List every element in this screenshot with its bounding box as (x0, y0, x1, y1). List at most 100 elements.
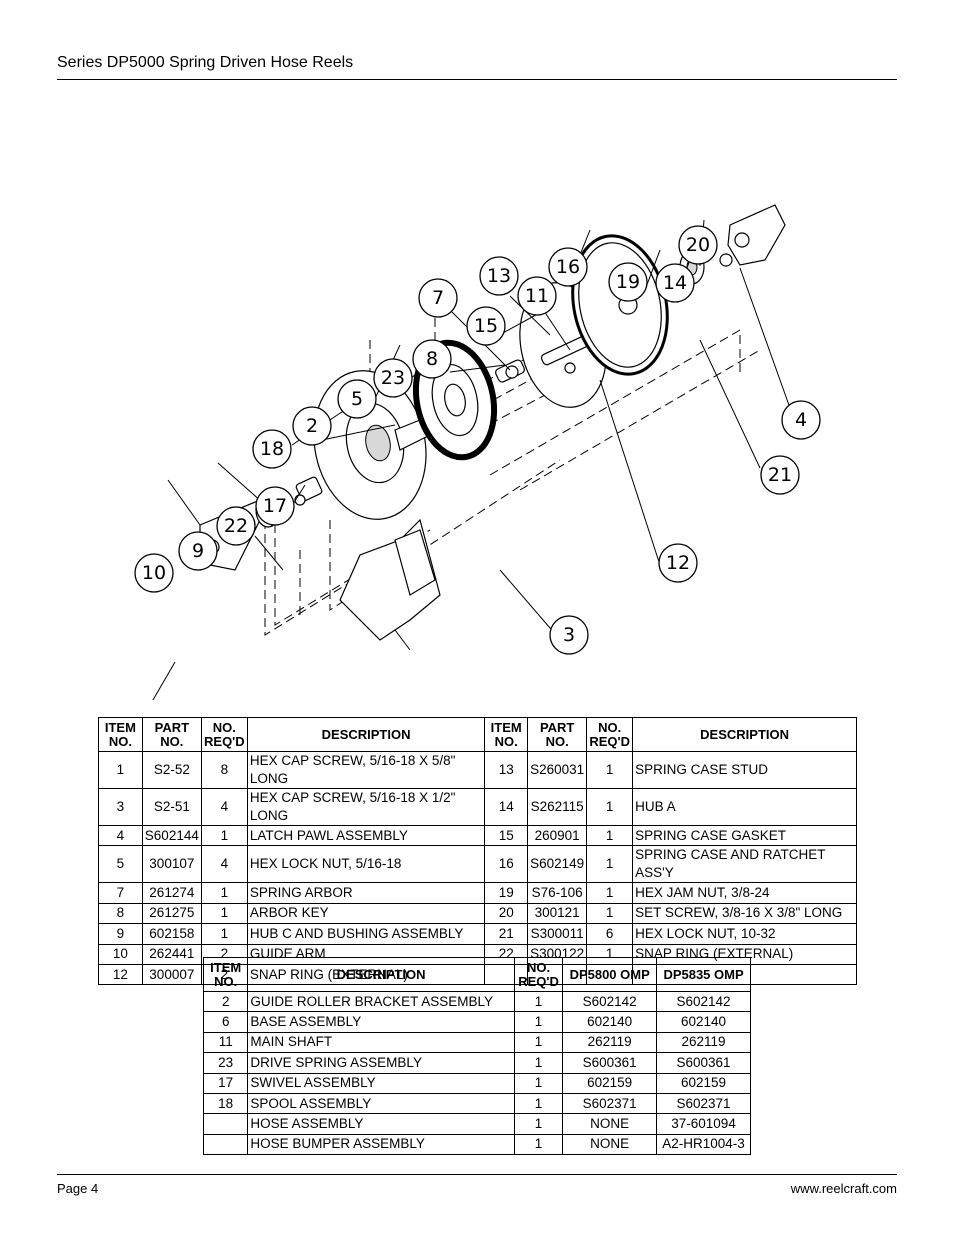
cell-item-no: 11 (202, 1031, 249, 1054)
cell-dp5835-omp: 37-601094 (656, 1113, 751, 1135)
svg-text:14: 14 (663, 272, 687, 294)
cell-item-no: 8 (98, 902, 143, 925)
col-dp5800-omp: DP5800 OMP (562, 957, 658, 992)
cell-no-reqd: 1 (200, 902, 248, 925)
cell-item-no: 23 (202, 1052, 249, 1074)
svg-text:5: 5 (351, 388, 363, 410)
cell-dp5800-omp: 602140 (562, 1011, 658, 1033)
cell-item-no: 19 (484, 882, 529, 904)
svg-text:8: 8 (426, 348, 438, 370)
cell-dp5800-omp: S602142 (562, 990, 658, 1013)
cell-no-reqd: 1 (513, 1052, 564, 1074)
cell-description: BASE ASSEMBLY (247, 1011, 515, 1033)
cell-description: SET SCREW, 3/8-16 X 3/8" LONG (632, 902, 857, 925)
cell-description: GUIDE ROLLER BRACKET ASSEMBLY (247, 990, 515, 1013)
callout-18: 18 (252, 429, 292, 469)
callout-20: 20 (678, 225, 718, 265)
cell-item-no: 6 (202, 1011, 249, 1033)
spring-arbor (495, 359, 525, 383)
cell-dp5835-omp: 602140 (656, 1011, 751, 1033)
cell-no-reqd: 1 (513, 1011, 564, 1033)
cell-description: SPRING CASE AND RATCHET ASS'Y (632, 845, 857, 884)
cell-part-no: 262441 (141, 943, 202, 965)
cell-dp5800-omp: NONE (562, 1133, 658, 1156)
svg-text:2: 2 (306, 415, 318, 437)
callout-4: 4 (781, 400, 821, 440)
col-item-no: ITEM NO. (202, 957, 249, 992)
callout-7: 7 (418, 278, 458, 318)
svg-text:11: 11 (525, 285, 549, 307)
spool-assembly (313, 370, 427, 520)
callout-23: 23 (373, 358, 413, 398)
cell-item-no: 14 (484, 788, 529, 826)
cell-item-no: 13 (484, 751, 529, 789)
cell-description: ARBOR KEY (246, 902, 486, 925)
svg-text:15: 15 (474, 315, 498, 337)
callout-13: 13 (479, 256, 519, 296)
callout-10: 10 (134, 553, 174, 593)
cell-no-reqd: 6 (586, 923, 634, 945)
cell-no-reqd: 1 (586, 902, 634, 925)
model-variants-table: ITEM NO. DESCRIPTION NO. REQ'D DP5800 OM… (202, 957, 751, 1156)
callout-8: 8 (412, 339, 452, 379)
col-item-no: ITEM NO. (98, 717, 143, 752)
cell-dp5835-omp: S602371 (656, 1092, 751, 1115)
cell-item-no: 16 (484, 845, 529, 884)
svg-text:18: 18 (260, 438, 284, 460)
callout-16: 16 (548, 247, 588, 287)
parts-table-header: ITEM NO. PART NO. NO. REQ'D DESCRIPTION … (98, 717, 857, 752)
cell-description: SPRING ARBOR (246, 882, 486, 904)
svg-text:17: 17 (263, 495, 287, 517)
cell-description: HOSE ASSEMBLY (247, 1113, 515, 1135)
cell-item-no: 1 (98, 751, 143, 789)
cell-no-reqd: 1 (513, 1072, 564, 1094)
svg-text:3: 3 (563, 624, 575, 646)
parts-table: ITEM NO. PART NO. NO. REQ'D DESCRIPTION … (98, 717, 857, 986)
cell-part-no: 261275 (141, 902, 202, 925)
footer-rule (57, 1174, 897, 1175)
cell-item-no: 9 (98, 923, 143, 945)
cell-description: HEX CAP SCREW, 5/16-18 X 5/8" LONG (246, 751, 486, 789)
cell-part-no: 260901 (527, 824, 588, 847)
cell-dp5800-omp: 262119 (562, 1031, 658, 1054)
cell-description: SPRING CASE GASKET (632, 824, 857, 847)
latch-pawl (719, 253, 733, 267)
svg-text:7: 7 (432, 287, 444, 309)
svg-text:9: 9 (192, 540, 204, 562)
svg-text:23: 23 (381, 367, 405, 389)
cell-no-reqd: 1 (513, 1031, 564, 1054)
cell-description: HEX JAM NUT, 3/8-24 (632, 882, 857, 904)
exploded-view-diagram: 1 2 3 4 5 6 7 8 9 10 11 12 13 14 15 16 1… (134, 204, 821, 700)
svg-text:19: 19 (616, 271, 640, 293)
base-assembly (339, 518, 441, 641)
cell-description: HEX CAP SCREW, 5/16-18 X 1/2" LONG (246, 788, 486, 826)
cell-item-no: 15 (484, 824, 529, 847)
cell-item-no: 4 (98, 824, 143, 847)
cell-item-no: 21 (484, 923, 529, 945)
cell-part-no: 300007 (141, 963, 202, 986)
cell-no-reqd: 1 (513, 1133, 564, 1156)
cell-dp5835-omp: A2-HR1004-3 (656, 1133, 751, 1156)
callout-22: 22 (216, 506, 256, 546)
callout-19: 19 (608, 262, 648, 302)
cell-no-reqd: 4 (200, 788, 248, 826)
cell-dp5800-omp: S602371 (562, 1092, 658, 1115)
cell-no-reqd: 1 (586, 824, 634, 847)
cell-part-no: S2-51 (141, 788, 202, 826)
cell-part-no: 602158 (141, 923, 202, 945)
col-part-no: PART NO. (141, 717, 202, 752)
cell-item-no: 3 (98, 788, 143, 826)
svg-text:10: 10 (142, 562, 166, 584)
col-description: DESCRIPTION (246, 717, 486, 752)
cell-description: HEX LOCK NUT, 5/16-18 (246, 845, 486, 884)
cell-part-no: 300121 (527, 902, 588, 925)
snap-ring (564, 362, 576, 374)
callouts: 1 2 3 4 5 6 7 8 9 10 11 12 13 14 15 16 1… (134, 225, 821, 655)
